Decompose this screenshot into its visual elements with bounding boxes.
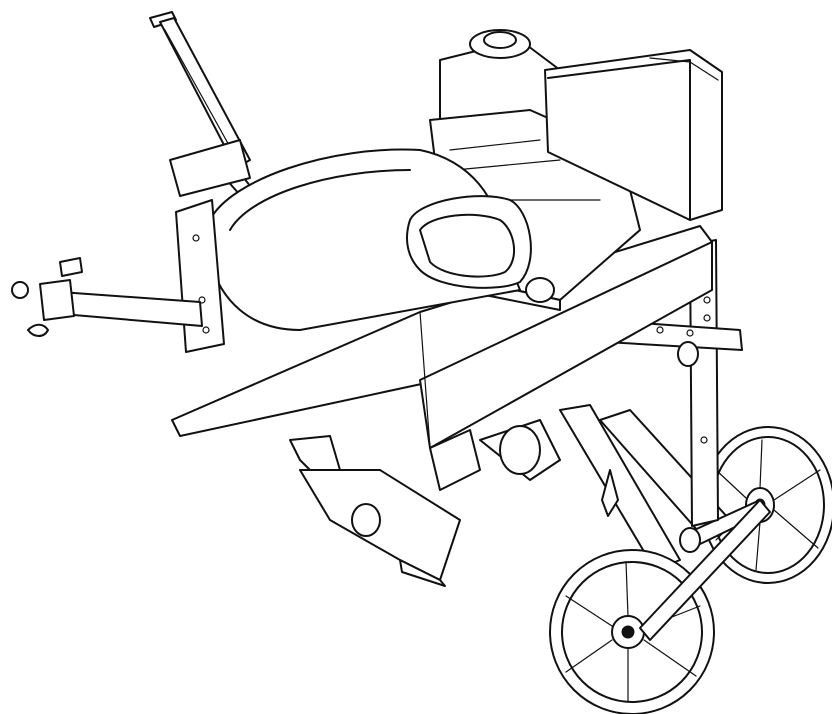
hitch-tongue <box>12 258 202 336</box>
fuel-cap <box>470 30 530 58</box>
